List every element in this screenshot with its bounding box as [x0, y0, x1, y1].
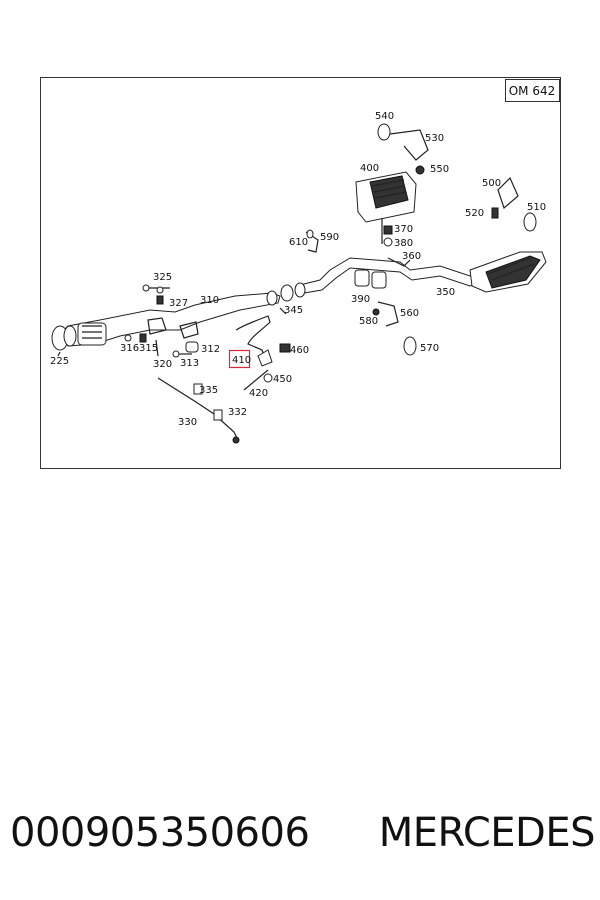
- label-540: 540: [375, 111, 394, 122]
- label-320: 320: [153, 359, 172, 370]
- label-590: 590: [320, 232, 339, 243]
- part-labels: 540 530 550 400 500 510 520 370 380 360 …: [50, 111, 546, 428]
- label-332: 332: [228, 407, 247, 418]
- middle-pipe: [294, 257, 481, 298]
- label-390: 390: [351, 294, 370, 305]
- label-570: 570: [420, 343, 439, 354]
- label-530: 530: [425, 133, 444, 144]
- label-345: 345: [284, 305, 303, 316]
- front-silencer-400: [355, 171, 417, 244]
- label-420: 420: [249, 388, 268, 399]
- label-335: 335: [199, 385, 218, 396]
- label-500: 500: [482, 178, 501, 189]
- label-316: 316: [120, 343, 139, 354]
- label-310: 310: [200, 295, 219, 306]
- label-350: 350: [436, 287, 455, 298]
- label-450: 450: [273, 374, 292, 385]
- label-610: 610: [289, 237, 308, 248]
- label-380: 380: [394, 238, 413, 249]
- label-580: 580: [359, 316, 378, 327]
- label-370: 370: [394, 224, 413, 235]
- part-caption: 000905350606 MERCEDES: [10, 803, 596, 863]
- label-550: 550: [430, 164, 449, 175]
- label-313: 313: [180, 358, 199, 369]
- label-312: 312: [201, 344, 220, 355]
- part-number: 000905350606: [10, 810, 310, 856]
- label-315: 315: [139, 343, 158, 354]
- hardware-370-380-360: [383, 225, 411, 267]
- engine-badge: OM 642: [505, 79, 560, 102]
- label-360: 360: [402, 251, 421, 262]
- sensor-410: [235, 315, 291, 391]
- rear-silencer: [469, 251, 547, 293]
- engine-badge-text: OM 642: [509, 84, 556, 98]
- label-520: 520: [465, 208, 484, 219]
- hanger-325: [142, 284, 170, 305]
- hanger-500-510: [491, 176, 537, 232]
- label-400: 400: [360, 163, 379, 174]
- label-460: 460: [290, 345, 309, 356]
- label-510: 510: [527, 202, 546, 213]
- brand-name: MERCEDES: [378, 810, 596, 856]
- label-560: 560: [400, 308, 419, 319]
- clamp-610-590: [305, 229, 319, 253]
- label-330: 330: [178, 417, 197, 428]
- hanger-560-580-570: [372, 301, 417, 356]
- front-pipe-catalyst: [51, 290, 281, 351]
- label-327: 327: [169, 298, 188, 309]
- label-225: 225: [50, 356, 69, 367]
- clamp-345: [279, 284, 294, 315]
- label-325: 325: [153, 272, 172, 283]
- leader-lines: [57, 351, 61, 357]
- small-fasteners-left: [124, 333, 199, 358]
- hanger-530-540: [377, 123, 429, 175]
- highlight-box-410: [228, 349, 251, 369]
- label-410: 410: [232, 355, 251, 366]
- rod-330: [157, 377, 240, 444]
